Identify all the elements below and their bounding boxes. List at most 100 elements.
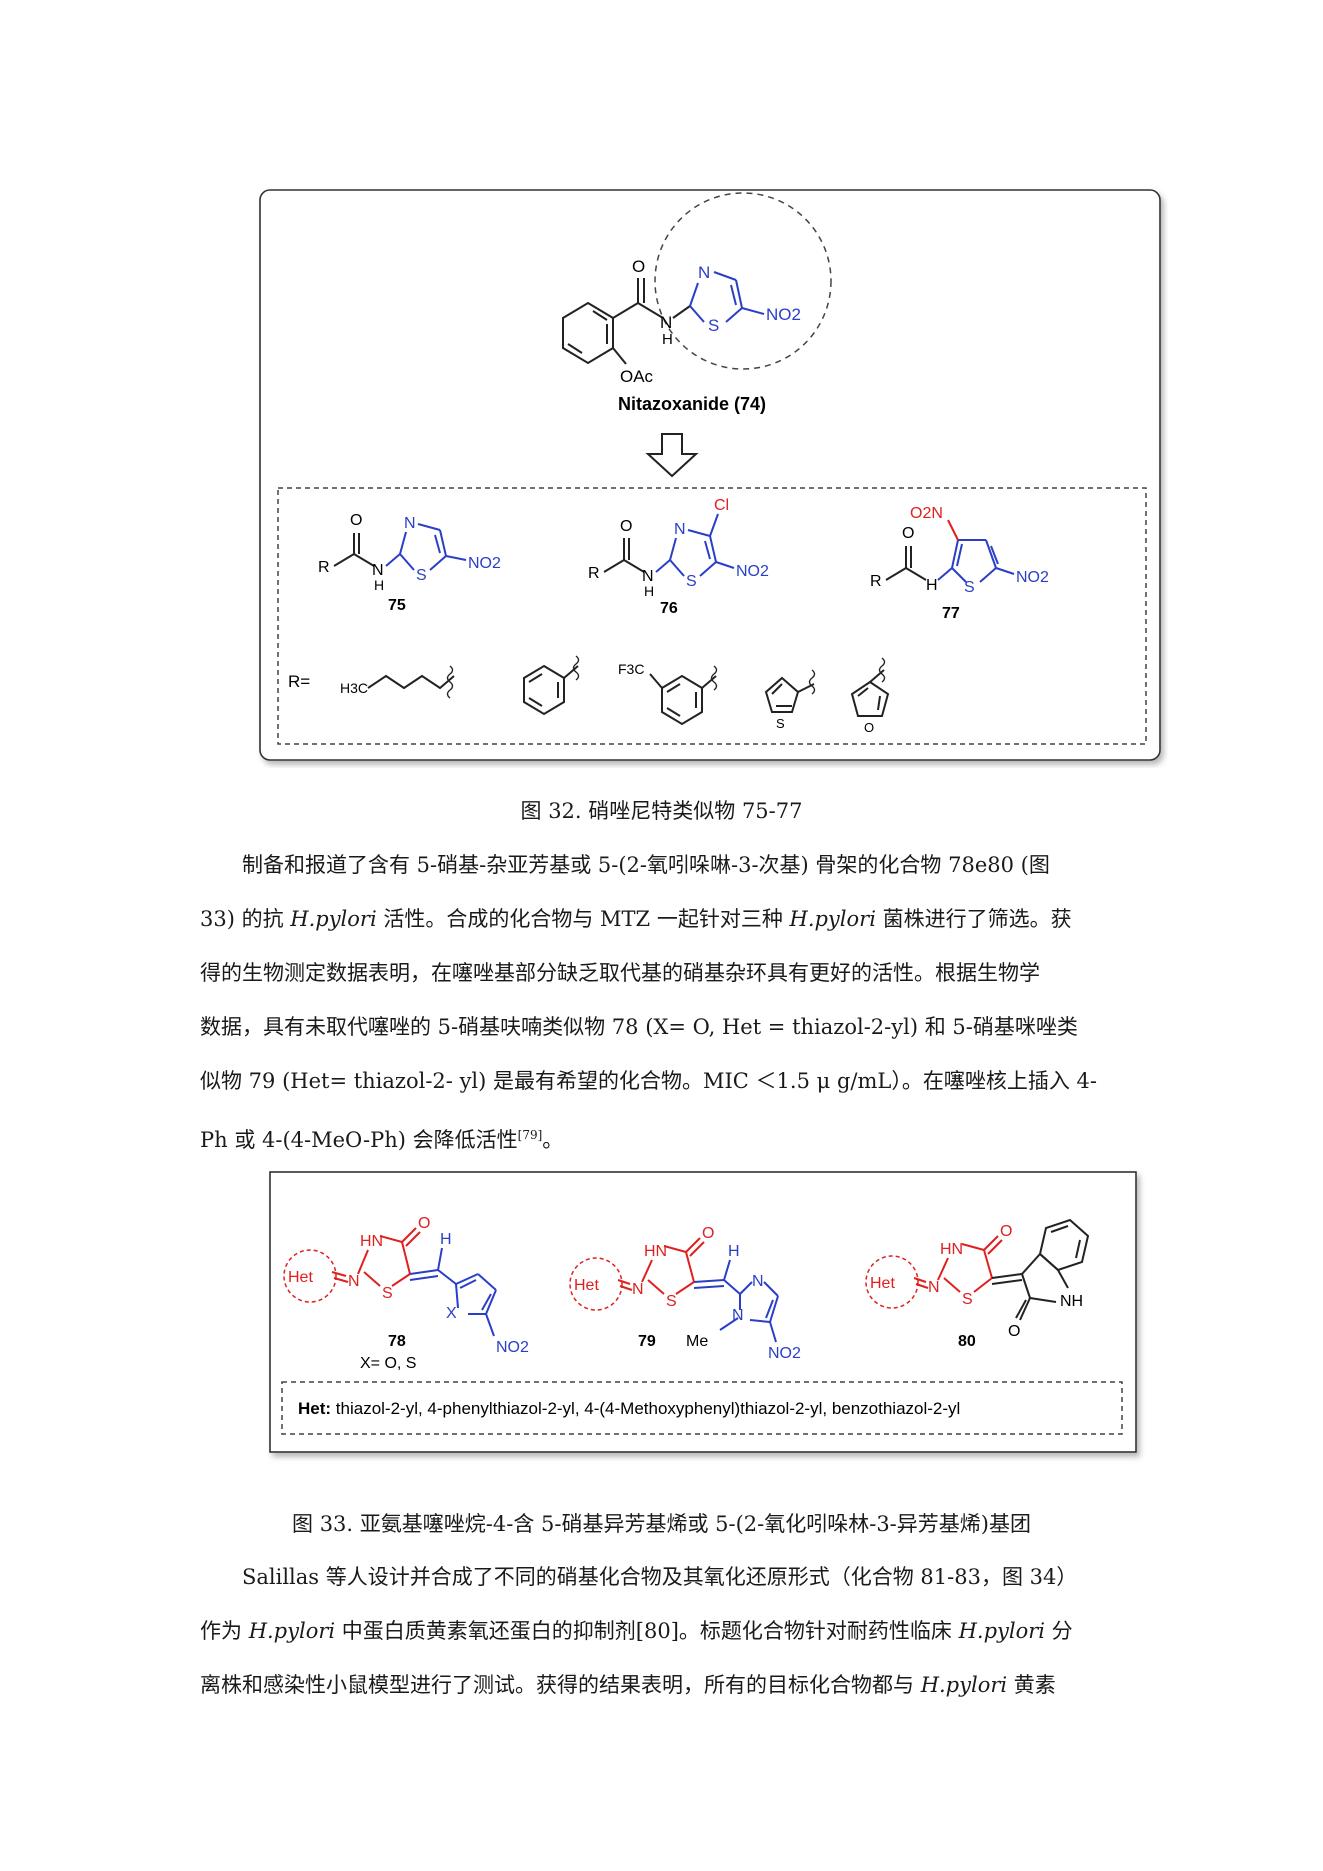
svg-text:O: O [1008, 1323, 1020, 1340]
svg-text:N: N [752, 1273, 764, 1290]
r-groups: R= H3C F3C S O [288, 655, 890, 735]
svg-text:NO2: NO2 [1016, 569, 1049, 586]
compound-77-labels: R O H S NO2 O2N 77 [870, 505, 1049, 622]
svg-text:OAc: OAc [620, 367, 654, 386]
svg-text:S: S [382, 1285, 393, 1302]
compound-76-label: 76 [660, 600, 678, 617]
figure-33-frame [269, 1171, 1137, 1453]
svg-text:H: H [374, 577, 384, 593]
svg-text:Het: Het [870, 1275, 895, 1292]
svg-text:H: H [728, 1243, 740, 1260]
highlight-circle [654, 192, 832, 370]
svg-text:O2N: O2N [910, 505, 943, 522]
svg-text:NO2: NO2 [766, 305, 801, 324]
svg-text:Het: Het [574, 1277, 599, 1294]
compound-78-labels: Het N HN O S H X NO2 78 X= O, S [288, 1215, 529, 1372]
svg-text:O: O [864, 720, 874, 735]
compound-77-label: 77 [942, 605, 960, 622]
svg-text:R: R [870, 573, 882, 590]
svg-text:H: H [662, 331, 673, 348]
svg-text:H3C: H3C [340, 680, 368, 696]
compound-80-structure [865, 1218, 1090, 1321]
compound-75-labels: R O N H N S NO2 75 [318, 512, 501, 614]
svg-text:O: O [350, 512, 362, 529]
het-definition: Het: thiazol-2-yl, 4-phenylthiazol-2-yl,… [298, 1399, 960, 1418]
svg-text:N: N [404, 515, 416, 532]
svg-text:NO2: NO2 [736, 563, 769, 580]
svg-text:S: S [964, 579, 975, 596]
svg-text:R: R [588, 565, 600, 582]
svg-text:O: O [1000, 1223, 1012, 1240]
compound-76-structure [603, 513, 735, 577]
svg-text:N: N [928, 1279, 940, 1296]
svg-text:Me: Me [686, 1333, 708, 1350]
compound-75-label: 75 [388, 597, 406, 614]
figure-32: O N H N S NO2 OAc Nitazoxanide (74) R O … [259, 189, 1161, 761]
svg-text:N: N [660, 313, 672, 332]
citation-79: [79] [517, 1128, 543, 1142]
nitazoxanide-labels: O N H N S NO2 OAc Nitazoxanide (74) [618, 257, 801, 414]
svg-text:O: O [702, 1225, 714, 1242]
svg-text:N: N [642, 568, 654, 585]
paragraph-1: 制备和报道了含有 5-硝基-杂亚芳基或 5-(2-氧吲哚啉-3-次基) 骨架的化… [200, 838, 1125, 1162]
compound-76-labels: R O N H N S NO2 Cl 76 [588, 497, 769, 617]
para1-line-5: 似物 79 (Het= thiazol-2- yl) 是最有希望的化合物。MIC… [200, 1069, 1097, 1093]
para2-line-2: 作为 H.pylori 中蛋白质黄素氧还蛋白的抑制剂[80]。标题化合物针对耐药… [200, 1619, 1073, 1643]
analog-box [277, 487, 1147, 745]
compound-78-x-note: X= O, S [360, 1355, 416, 1372]
down-arrow-icon [645, 433, 699, 478]
svg-text:S: S [666, 1293, 677, 1310]
svg-text:H: H [926, 577, 938, 594]
svg-text:S: S [962, 1291, 973, 1308]
figure-32-frame [259, 189, 1161, 761]
figure-32-caption: 图 32. 硝唑尼特类似物 75-77 [520, 799, 803, 823]
svg-text:N: N [732, 1307, 744, 1324]
svg-text:NH: NH [1060, 1293, 1083, 1310]
compound-75-structure [333, 523, 467, 571]
compound-77-structure [885, 519, 1015, 583]
compound-78-structure [283, 1227, 497, 1337]
svg-text:HN: HN [360, 1233, 383, 1250]
para1-line-6: Ph 或 4-(4-MeO-Ph) 会降低活性[79]。 [200, 1128, 564, 1152]
figure-33: Het N HN O S H X NO2 78 X= O, S [269, 1171, 1137, 1453]
compound-78-label: 78 [388, 1333, 406, 1350]
r-equals-label: R= [288, 672, 310, 691]
para2-line-1: Salillas 等人设计并合成了不同的硝基化合物及其氧化还原形式（化合物 81… [242, 1565, 1078, 1589]
svg-text:S: S [776, 716, 785, 731]
nitazoxanide-structure [562, 192, 832, 370]
compound-80-label: 80 [958, 1333, 976, 1350]
svg-text:S: S [708, 316, 719, 335]
svg-text:Cl: Cl [714, 497, 729, 514]
svg-text:S: S [686, 573, 697, 590]
het-definition-box [281, 1381, 1123, 1435]
para1-line-3: 得的生物测定数据表明，在噻唑基部分缺乏取代基的硝基杂环具有更好的活性。根据生物学 [200, 961, 1040, 985]
svg-text:Het: Het [288, 1269, 313, 1286]
svg-text:N: N [372, 562, 384, 579]
para1-line-2: 33) 的抗 H.pylori 活性。合成的化合物与 MTZ 一起针对三种 H.… [200, 907, 1072, 931]
svg-text:NO2: NO2 [496, 1339, 529, 1356]
svg-text:NO2: NO2 [468, 555, 501, 572]
svg-text:X: X [446, 1305, 457, 1322]
compound-80-labels: Het N HN O S NH O 80 [870, 1223, 1083, 1350]
figure-33-caption: 图 33. 亚氨基噻唑烷-4-含 5-硝基异芳基烯或 5-(2-氧化吲哚林-3-… [292, 1512, 1031, 1536]
svg-text:N: N [632, 1281, 644, 1298]
svg-text:O: O [902, 525, 914, 542]
paragraph-2: Salillas 等人设计并合成了不同的硝基化合物及其氧化还原形式（化合物 81… [200, 1550, 1125, 1712]
para2-line-3: 离株和感染性小鼠模型进行了测试。获得的结果表明，所有的目标化合物都与 H.pyl… [200, 1673, 1056, 1697]
svg-text:NO2: NO2 [768, 1345, 801, 1362]
svg-text:H: H [644, 583, 654, 599]
svg-text:R: R [318, 559, 330, 576]
svg-text:S: S [416, 567, 427, 584]
svg-text:O: O [620, 518, 632, 535]
para1-line-4: 数据，具有未取代噻唑的 5-硝基呋喃类似物 78 (X= O, Het = th… [200, 1015, 1078, 1039]
svg-text:O: O [418, 1215, 430, 1232]
svg-text:H: H [440, 1231, 452, 1248]
svg-text:N: N [674, 521, 686, 538]
compound-79-labels: Het N HN O S H N N Me NO2 79 [574, 1225, 801, 1362]
svg-text:F3C: F3C [618, 661, 644, 677]
svg-text:N: N [348, 1273, 360, 1290]
para1-line-1: 制备和报道了含有 5-硝基-杂亚芳基或 5-(2-氧吲哚啉-3-次基) 骨架的化… [242, 853, 1050, 877]
svg-text:N: N [698, 263, 710, 282]
svg-text:HN: HN [644, 1243, 667, 1260]
nitazoxanide-label: Nitazoxanide (74) [618, 394, 766, 414]
